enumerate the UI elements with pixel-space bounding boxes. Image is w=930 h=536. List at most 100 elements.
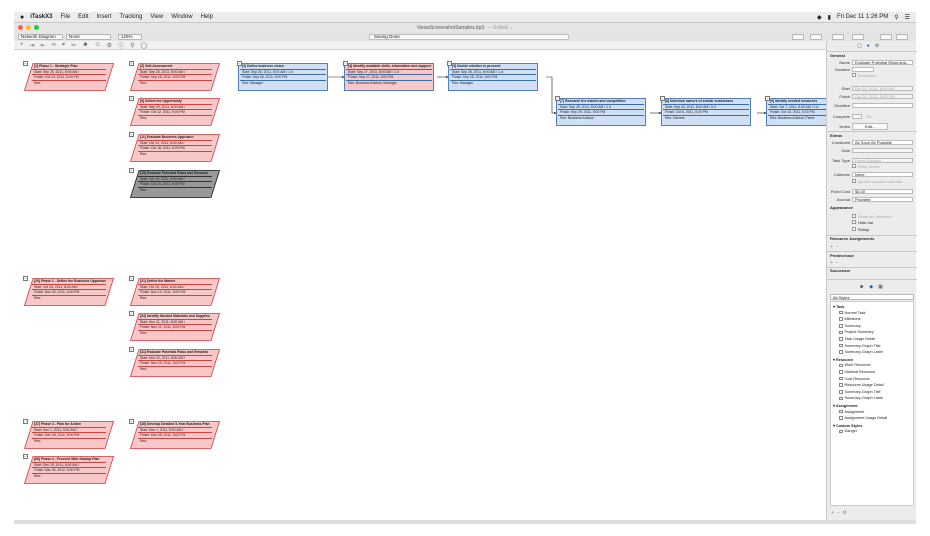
task-node[interactable]: [68] Phase 4 - Proceed With Startup Plan… bbox=[24, 456, 114, 484]
collapse-toggle[interactable]: − bbox=[129, 96, 134, 101]
clock[interactable]: Fri Dec 11 1:26 PM bbox=[836, 14, 889, 20]
style-grid-icon[interactable]: ▦ bbox=[878, 284, 883, 290]
info-icon[interactable]: ⓘ bbox=[118, 43, 125, 50]
link-icon[interactable]: ∞ bbox=[51, 42, 56, 48]
name-field[interactable]: Evaluate Potential Risks and... bbox=[852, 59, 913, 65]
style-checkbox[interactable] bbox=[839, 310, 843, 315]
add-style-button[interactable]: + − ⚙ bbox=[831, 510, 847, 516]
add-assignment-button[interactable]: + − bbox=[830, 244, 839, 250]
style-item[interactable]: Task Usage Detail bbox=[839, 337, 875, 341]
wifi-icon[interactable]: ◆ bbox=[817, 14, 822, 21]
notes-edit-button[interactable]: Edit... bbox=[852, 122, 889, 130]
style-checkbox[interactable] bbox=[839, 429, 843, 434]
collapse-toggle[interactable]: − bbox=[447, 61, 452, 66]
disclosure-icon[interactable]: ▾ bbox=[833, 423, 835, 428]
scissors-icon[interactable]: ✂ bbox=[71, 42, 77, 49]
style-checkbox[interactable] bbox=[839, 383, 843, 387]
inspector-toggle-button[interactable] bbox=[852, 33, 864, 40]
gantt-view-button[interactable] bbox=[792, 33, 804, 40]
menu-edit[interactable]: Edit bbox=[78, 14, 89, 20]
style-checkbox[interactable] bbox=[839, 337, 843, 341]
add-task-icon[interactable]: + bbox=[20, 42, 24, 48]
add-predecessor-button[interactable]: + − bbox=[830, 260, 839, 266]
deadline-field[interactable] bbox=[852, 102, 913, 108]
zoom-icon[interactable]: ⚲ bbox=[130, 42, 135, 49]
style-item[interactable]: Summary-Graph Title bbox=[839, 390, 881, 394]
effort-driven-checkbox[interactable] bbox=[852, 164, 856, 168]
task-type-select[interactable]: Fixed Duration bbox=[852, 157, 913, 163]
style-checkbox[interactable] bbox=[839, 363, 843, 368]
menu-file[interactable]: File bbox=[60, 14, 71, 20]
hide-bar-checkbox[interactable] bbox=[852, 220, 856, 224]
collapse-toggle[interactable]: − bbox=[23, 419, 28, 424]
view-select[interactable]: Network Diagram bbox=[18, 33, 63, 40]
constraint-select[interactable]: As Soon As Possible bbox=[852, 139, 913, 145]
collapse-toggle[interactable]: − bbox=[129, 168, 134, 173]
fixed-cost-field[interactable]: $0.00 bbox=[852, 188, 913, 194]
menu-view[interactable]: View bbox=[150, 14, 164, 20]
filter-select[interactable]: None bbox=[66, 33, 111, 40]
collapse-toggle[interactable]: − bbox=[129, 419, 134, 424]
complete-field[interactable] bbox=[852, 113, 862, 119]
outdent-icon[interactable]: ⇤ bbox=[40, 42, 46, 49]
ignore-calendar-checkbox[interactable] bbox=[852, 179, 856, 183]
duration-field[interactable] bbox=[852, 66, 874, 72]
menu-help[interactable]: Help bbox=[200, 14, 213, 20]
style-item[interactable]: Work Resource bbox=[839, 363, 871, 367]
calendar-select[interactable]: None bbox=[852, 171, 913, 177]
disclosure-icon[interactable]: ▾ bbox=[833, 357, 835, 362]
collapse-toggle[interactable]: − bbox=[237, 61, 242, 66]
battery-icon[interactable]: ▮ bbox=[827, 14, 831, 21]
style-item[interactable]: Summary-Graph Title bbox=[839, 344, 881, 348]
window-edited-status[interactable]: — Edited ⌄ bbox=[487, 24, 514, 31]
style-item[interactable]: Milestone bbox=[839, 317, 861, 321]
style-group-header[interactable]: ▾ Resource bbox=[833, 357, 853, 362]
style-item[interactable]: Summary bbox=[839, 324, 861, 328]
settings-tab-icon[interactable]: ⚙ bbox=[874, 43, 880, 49]
zoom-select[interactable]: 125% bbox=[118, 33, 142, 40]
style-item[interactable]: Normal Task bbox=[839, 311, 866, 315]
menu-window[interactable]: Window bbox=[171, 14, 193, 20]
collapse-toggle[interactable]: − bbox=[129, 276, 134, 281]
indent-icon[interactable]: ⇥ bbox=[29, 42, 35, 49]
task-node[interactable]: [41] Evaluate Potential Risks and Reward… bbox=[130, 349, 220, 377]
estimated-checkbox[interactable] bbox=[852, 73, 856, 77]
layout-toggle-button[interactable] bbox=[896, 33, 908, 40]
rollup-checkbox[interactable] bbox=[852, 227, 856, 231]
split-icon[interactable]: ⚙ bbox=[106, 42, 113, 49]
collapse-toggle[interactable]: − bbox=[23, 276, 28, 281]
style-checkbox[interactable] bbox=[839, 324, 843, 328]
collapse-toggle[interactable]: − bbox=[555, 96, 560, 101]
menu-tracking[interactable]: Tracking bbox=[119, 14, 143, 20]
unlink-icon[interactable]: ≠ bbox=[61, 42, 66, 48]
style-checkbox[interactable] bbox=[839, 350, 843, 354]
accrual-select[interactable]: Prorated bbox=[852, 196, 913, 202]
style-group-header[interactable]: ▾ Task bbox=[833, 304, 844, 309]
document-tab-icon[interactable]: ▢ bbox=[857, 43, 862, 49]
style-checkbox[interactable] bbox=[839, 390, 843, 394]
person-icon[interactable]: ☻ bbox=[82, 42, 89, 48]
task-node[interactable]: [8] Interview owners of similar business… bbox=[661, 98, 751, 126]
style-checkbox[interactable] bbox=[839, 317, 843, 321]
collapse-toggle[interactable]: − bbox=[129, 311, 134, 316]
style-color-icon[interactable]: ◆ bbox=[869, 284, 874, 290]
style-checkbox[interactable] bbox=[839, 416, 843, 420]
collapse-toggle[interactable]: − bbox=[129, 61, 134, 66]
sidebar-toggle-button[interactable] bbox=[880, 33, 892, 40]
people-icon[interactable]: ☺ bbox=[94, 42, 101, 48]
collapse-toggle[interactable]: − bbox=[129, 347, 134, 352]
task-node[interactable]: [34] Identify Needed Materials and Suppl… bbox=[130, 313, 220, 341]
style-item[interactable]: Assignment Usage Detail bbox=[839, 416, 887, 420]
zoom-window-button[interactable] bbox=[34, 25, 39, 30]
app-menu[interactable]: iTaskX3 bbox=[30, 14, 53, 20]
style-item[interactable]: Cost Resource bbox=[839, 377, 870, 381]
style-checkbox[interactable] bbox=[839, 343, 843, 348]
style-checkbox[interactable] bbox=[839, 330, 843, 335]
close-window-button[interactable] bbox=[18, 25, 23, 30]
